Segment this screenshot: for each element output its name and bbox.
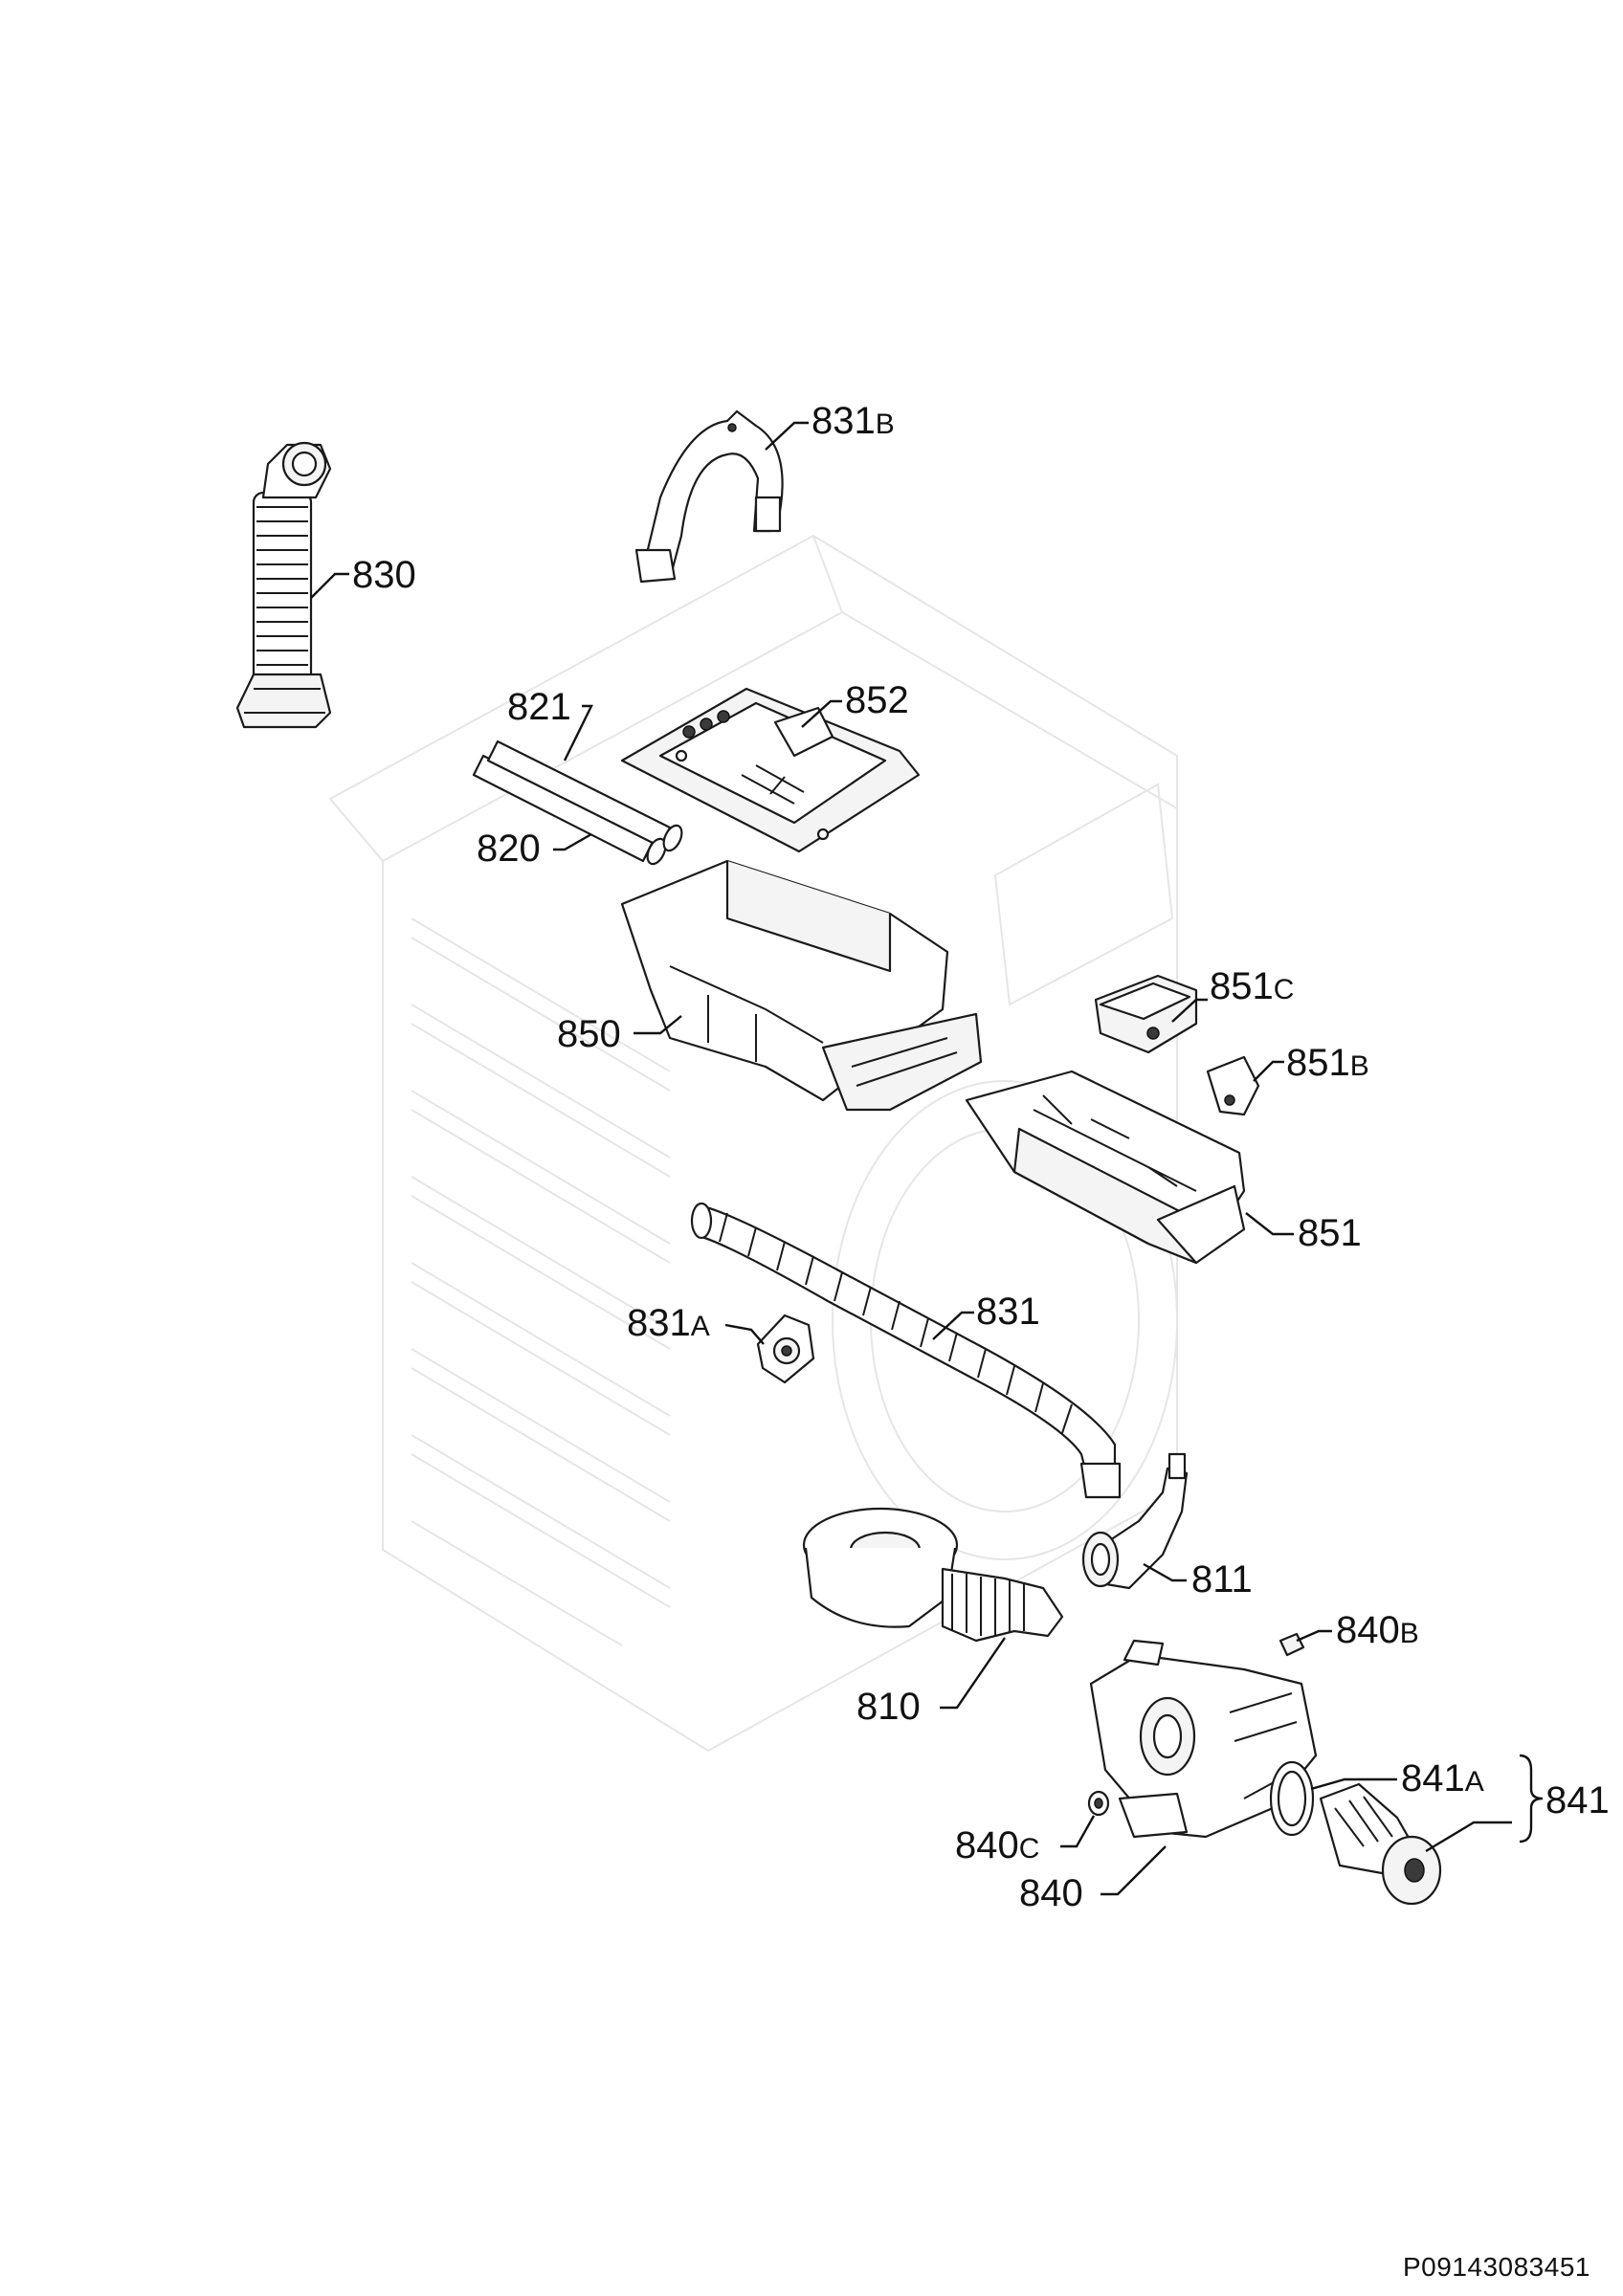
document-code: P09143083451 bbox=[1403, 2252, 1590, 2282]
leader-840b bbox=[1296, 1629, 1332, 1643]
callout-840c: 840C bbox=[955, 1824, 1039, 1866]
leader-lines bbox=[310, 421, 1544, 1896]
part-830-inlet-hose bbox=[235, 441, 332, 729]
callout-830: 830 bbox=[352, 554, 416, 596]
leader-831a bbox=[724, 1323, 765, 1345]
leader-841 bbox=[1425, 1821, 1512, 1853]
part-820-821-hoses bbox=[472, 740, 683, 866]
leader-852 bbox=[801, 699, 842, 728]
leader-851c bbox=[1171, 998, 1208, 1023]
leader-831b bbox=[765, 421, 809, 451]
part-831a-hose-clip bbox=[756, 1314, 815, 1384]
part-850-dispenser-housing bbox=[620, 859, 983, 1112]
callout-851: 851 bbox=[1298, 1212, 1362, 1254]
callout-831b: 831B bbox=[812, 400, 895, 442]
part-810-bellows bbox=[802, 1507, 1064, 1643]
leader-850 bbox=[634, 1015, 682, 1035]
callout-841a: 841A bbox=[1401, 1757, 1484, 1799]
callout-840b: 840B bbox=[1336, 1609, 1419, 1651]
callout-840: 840 bbox=[1019, 1872, 1083, 1914]
callout-831: 831 bbox=[976, 1291, 1040, 1333]
part-831-drain-hose bbox=[690, 1202, 1122, 1499]
part-841-pump-filter bbox=[1319, 1782, 1442, 1906]
part-851c-part-851b bbox=[1094, 974, 1260, 1116]
leader-810 bbox=[940, 1637, 1006, 1710]
callout-810: 810 bbox=[856, 1686, 921, 1728]
callout-852: 852 bbox=[845, 679, 909, 721]
part-841a-gasket bbox=[1269, 1760, 1315, 1837]
leader-841a bbox=[1310, 1777, 1397, 1791]
leader-840c bbox=[1060, 1815, 1096, 1848]
part-852-dispenser-cover bbox=[620, 687, 921, 853]
leader-820 bbox=[553, 832, 592, 851]
leader-830 bbox=[310, 572, 349, 599]
leader-851b bbox=[1253, 1060, 1284, 1082]
callout-841: 841 bbox=[1545, 1779, 1610, 1821]
part-851-dispenser-drawer bbox=[965, 1070, 1246, 1265]
part-831b-hose-bracket bbox=[634, 409, 784, 584]
callout-820: 820 bbox=[477, 828, 541, 870]
callout-851c: 851C bbox=[1210, 965, 1294, 1007]
leader-831 bbox=[932, 1311, 974, 1340]
callout-821: 821 bbox=[507, 686, 571, 728]
leader-821 bbox=[563, 704, 593, 762]
callout-811: 811 bbox=[1191, 1558, 1253, 1601]
leader-840 bbox=[1101, 1845, 1167, 1896]
bracket-841 bbox=[1519, 1754, 1544, 1843]
leader-851 bbox=[1245, 1212, 1294, 1236]
callout-labels: 830 831B 821 852 820 850 851C 851B 851 8… bbox=[352, 400, 1610, 1914]
part-840-pump-housing bbox=[1089, 1639, 1318, 1839]
callout-850: 850 bbox=[557, 1013, 621, 1055]
part-811-elbow bbox=[1081, 1452, 1189, 1590]
part-840b-clip bbox=[1278, 1632, 1305, 1657]
part-840c-nut bbox=[1087, 1790, 1110, 1817]
leader-811 bbox=[1143, 1562, 1187, 1582]
callout-831a: 831A bbox=[627, 1302, 710, 1344]
callout-851b: 851B bbox=[1286, 1042, 1369, 1084]
